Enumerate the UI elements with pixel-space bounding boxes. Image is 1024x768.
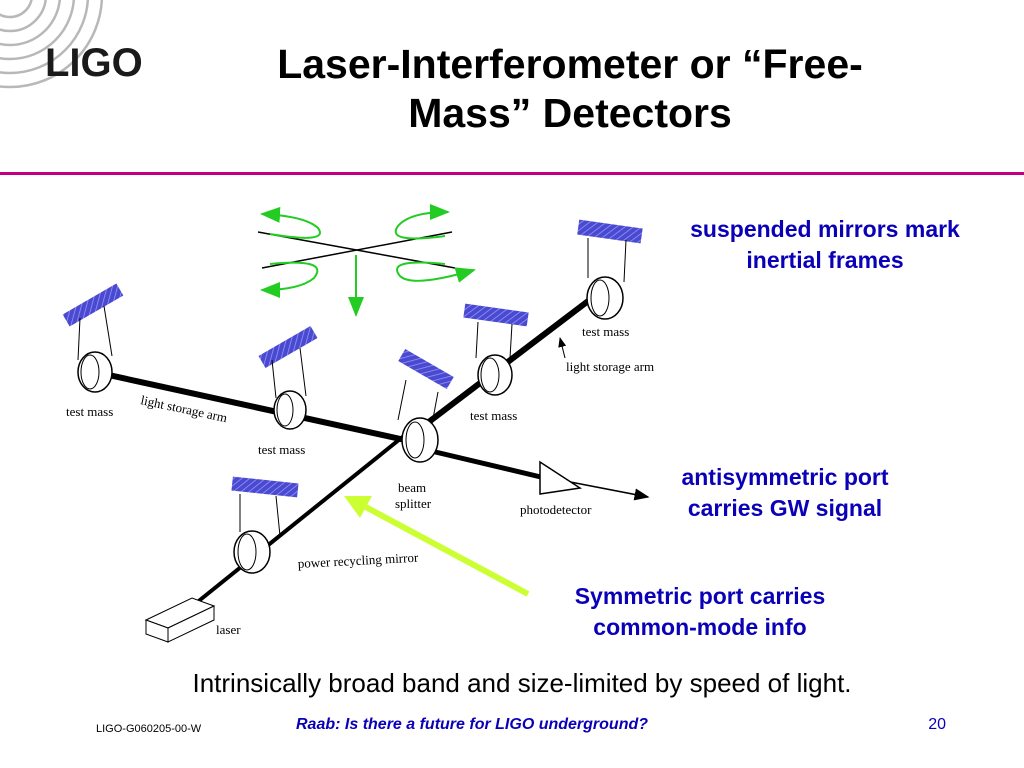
gravitational-wave-pattern-icon [257,204,476,317]
title-line-1: Laser-Interferometer or “Free- [277,41,863,87]
symmetric-port-pointer-icon [344,496,530,597]
mirror-icon [258,325,318,430]
mirror-icon [231,476,299,574]
logo-rings-icon [0,0,104,89]
callout-antisymmetric-port: antisymmetric port carries GW signal [645,462,925,524]
title-line-2: Mass” Detectors [408,90,732,136]
label-test-mass-mid: test mass [258,442,305,457]
label-light-storage-arm-right: light storage arm [566,359,654,374]
laser-icon [144,597,216,643]
page-number: 20 [928,716,946,733]
title-divider [0,172,1024,175]
callout-line: common-mode info [593,614,807,640]
label-beam-splitter-line2: splitter [395,496,432,511]
label-test-mass-inner: test mass [470,408,517,423]
mirror-icon [62,283,124,393]
suspended-mirrors [62,219,643,574]
mirror-icon [463,303,529,396]
footer-talk-title: Raab: Is there a future for LIGO undergr… [296,716,649,733]
label-beam-splitter-line1: beam [398,480,426,495]
label-laser: laser [216,622,241,637]
callout-symmetric-port: Symmetric port carries common-mode info [535,581,865,643]
footer-document-id: LIGO-G060205-00-W [96,723,202,735]
mirror-icon [577,219,643,320]
label-pointer-icon [558,337,567,359]
label-test-mass-left: test mass [66,404,113,419]
callout-line: suspended mirrors mark [690,216,960,242]
callout-line: carries GW signal [687,495,883,521]
callout-line: antisymmetric port [681,464,889,490]
callout-suspended-mirrors: suspended mirrors mark inertial frames [650,214,1000,276]
label-test-mass-far: test mass [582,324,629,339]
label-power-recycling-mirror: power recycling mirror [297,550,419,571]
ligo-logo: LIGO [0,0,143,89]
photodetector-icon [539,460,583,495]
summary-text: Intrinsically broad band and size-limite… [192,668,852,698]
page-title: Laser-Interferometer or “Free- Mass” Det… [170,40,970,138]
mirror-icon [397,348,454,463]
label-photodetector: photodetector [520,502,592,517]
logo-wordmark: LIGO [45,41,143,85]
callout-line: inertial frames [746,247,904,273]
callout-line: Symmetric port carries [574,583,826,609]
